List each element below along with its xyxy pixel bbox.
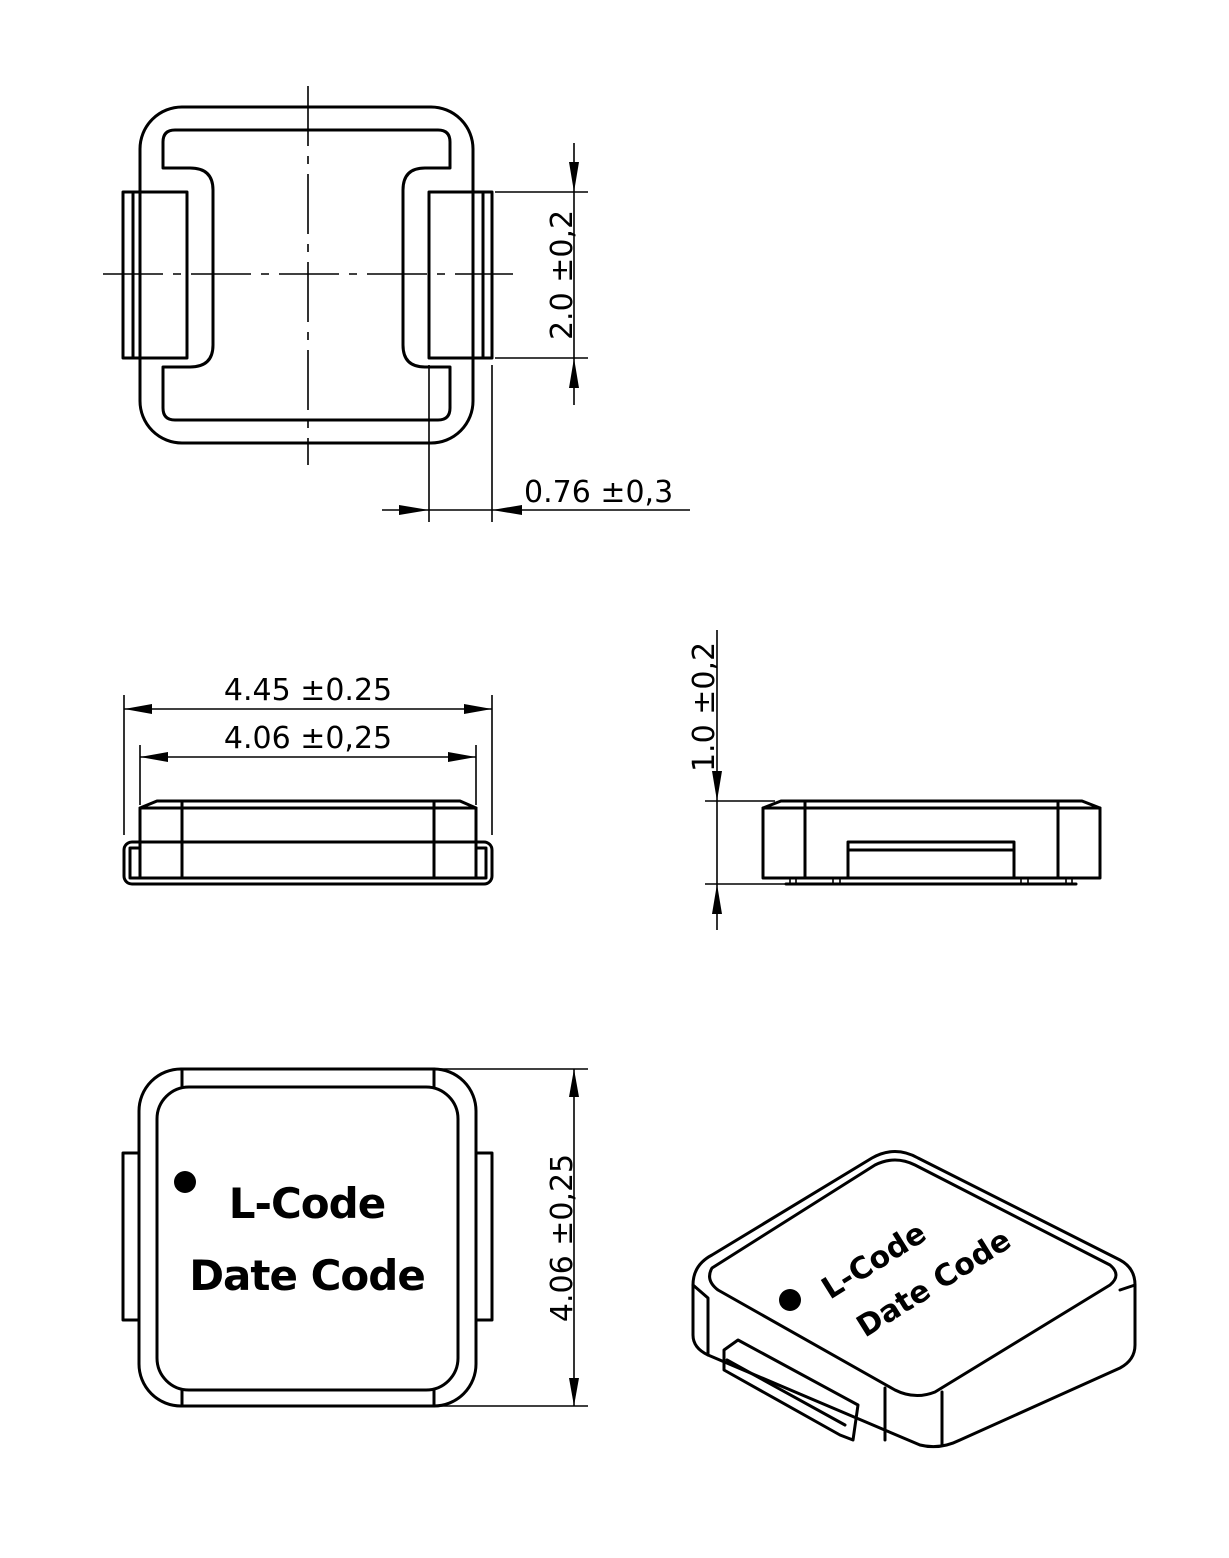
inner-outline (161, 128, 452, 422)
side-view-front: 4.45 ±0.25 4.06 ±0,25 (122, 673, 494, 886)
polarity-dot (174, 1171, 196, 1193)
right-terminal (474, 1151, 494, 1322)
right-terminal (427, 190, 494, 360)
isometric-view: L-Code Date Code (691, 1150, 1137, 1449)
dim-terminal-height: 2.0 ±0,2 (545, 210, 580, 340)
dim-body-length: 4.06 ±0,25 (224, 721, 392, 756)
dim-overall-length: 4.45 ±0.25 (224, 673, 392, 708)
polarity-dot-3d (779, 1289, 801, 1311)
dim-terminal-width: 0.76 ±0,3 (524, 475, 673, 510)
marking-date-code: Date Code (189, 1251, 425, 1300)
marking-l-code: L-Code (229, 1179, 385, 1228)
dim-body-width: 4.06 ±0,25 (545, 1154, 580, 1322)
side-view-lateral: 1.0 ±0,2 (687, 630, 1102, 930)
left-terminal (121, 1151, 141, 1322)
dim-height: 1.0 ±0,2 (687, 642, 722, 772)
outer-outline (138, 105, 475, 445)
top-view: 2.0 ±0,2 0.76 ±0,3 (103, 86, 690, 522)
marking-view: L-Code Date Code 4.06 ±0,25 (121, 1067, 588, 1408)
left-terminal (121, 190, 189, 360)
terminal-wrap (122, 840, 494, 886)
